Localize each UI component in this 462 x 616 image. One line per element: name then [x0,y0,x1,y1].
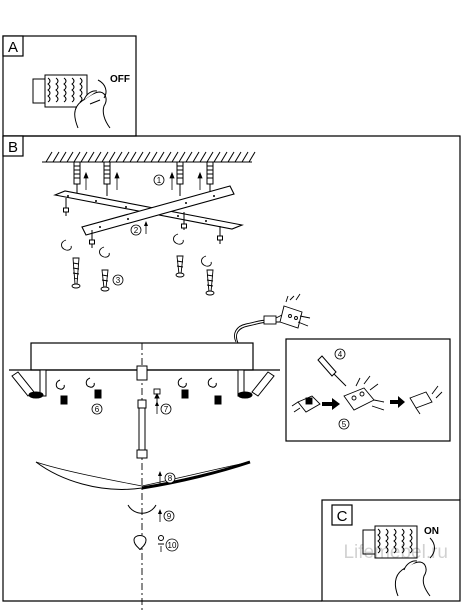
ceiling-hatch-line [45,151,53,163]
ceiling-hatch-line [248,151,256,163]
panel-c-letter-box [331,504,353,526]
panel-c-letter: C [337,508,348,525]
ceiling-hatch-line [185,151,193,163]
panel-c: C ON [321,499,461,602]
panel-b-letter-box [2,135,24,157]
switch-off-label: OFF [110,74,130,85]
wire-connector-right [409,385,443,415]
small-nut [153,388,161,402]
step-7-label: 7 [164,405,169,414]
panel-b-letter: B [8,139,18,156]
wiring-inset-frame [285,338,451,442]
finial [133,535,164,551]
rotate-arrow-icons [61,233,212,267]
bracket-studs [63,198,223,248]
lamp-arms [11,369,275,399]
ceiling [42,151,256,163]
step-7-marker: 7 [155,401,172,415]
step-1-marker: 1 [153,174,165,186]
step-3-marker: 3 [112,274,124,286]
rotate-arrow-icon-c [429,537,435,559]
ceiling-hatch-line [87,151,95,163]
up-arrows [83,171,203,190]
arrow-right-icon-2 [390,396,405,408]
ceiling-hatch-line [241,151,249,163]
panel-a-letter: A [8,39,18,56]
ceiling-hatch-line [157,151,165,163]
step-9-label: 9 [167,512,172,521]
washer [127,504,157,514]
center-rod [136,365,148,459]
panel-a-letter-box [2,35,24,57]
panel-b-frame [2,135,461,602]
step-10-marker: 10 [160,538,179,552]
step-2-label: 2 [134,226,139,235]
glass-shade [35,460,251,490]
ceiling-hatch-line [178,151,186,163]
step-2-marker: 2 [130,221,148,236]
ceiling-hatch-line [206,151,214,163]
ceiling-hatch-line [52,151,60,163]
ceiling-hatch-line [213,151,221,163]
ceiling-hatch-line [108,151,116,163]
switch-on-label: ON [424,526,439,537]
step-1-label: 1 [157,176,162,185]
ceiling-hatch-line [220,151,228,163]
wiring-inset: 4 5 [285,338,451,442]
ceiling-hatch-line [101,151,109,163]
step-3-label: 3 [116,276,121,285]
terminal-block-top [279,293,311,329]
step-8-marker: 8 [158,471,176,484]
panel-a: A OFF [2,35,137,137]
ceiling-hatch-line [171,151,179,163]
rotate-arrow-icon [97,79,107,99]
ceiling-hatch-line [164,151,172,163]
ceiling-hatch-line [122,151,130,163]
arrow-right-icon [322,398,340,410]
ceiling-hatch-line [150,151,158,163]
step-6-label: 6 [95,405,100,414]
step-5-label: 5 [342,420,347,429]
step-4-marker: 4 [334,348,346,360]
cross-bracket [53,185,244,236]
ceiling-hatch-line [199,151,207,163]
panel-b: B [2,135,461,602]
step-10-label: 10 [168,541,177,550]
step-9-marker: 9 [158,509,175,522]
ceiling-hatch-line [143,151,151,163]
screws [71,255,215,296]
wall-switch-on [362,525,418,559]
ceiling-hatch-line [115,151,123,163]
step-5-marker: 5 [338,418,350,430]
terminal-block-center [343,375,385,411]
step-4-label: 4 [338,350,343,359]
wall-switch-off [32,74,88,108]
ceiling-hatch-line [192,151,200,163]
hand-icon [74,90,111,129]
power-wire [234,314,284,344]
ceiling-hatch-line [227,151,235,163]
ceiling-hatch-line [59,151,67,163]
ceiling-hatch-line [80,151,88,163]
ceiling-hatch-line [234,151,242,163]
step-6-marker: 6 [91,403,103,415]
ceiling-hatch-line [129,151,137,163]
ceiling-hatch-line [73,151,81,163]
screwdriver-icon [317,355,347,387]
ceiling-hatch-line [66,151,74,163]
hand-icon-c [394,560,431,597]
ceiling-hatch-line [94,151,102,163]
lamp-holders [55,377,222,405]
step-8-label: 8 [168,474,173,483]
wire-connector-left [291,395,321,413]
ceiling-anchors [73,161,214,196]
ceiling-hatch-line [136,151,144,163]
watermark: Lifemebel.ru [343,542,448,563]
